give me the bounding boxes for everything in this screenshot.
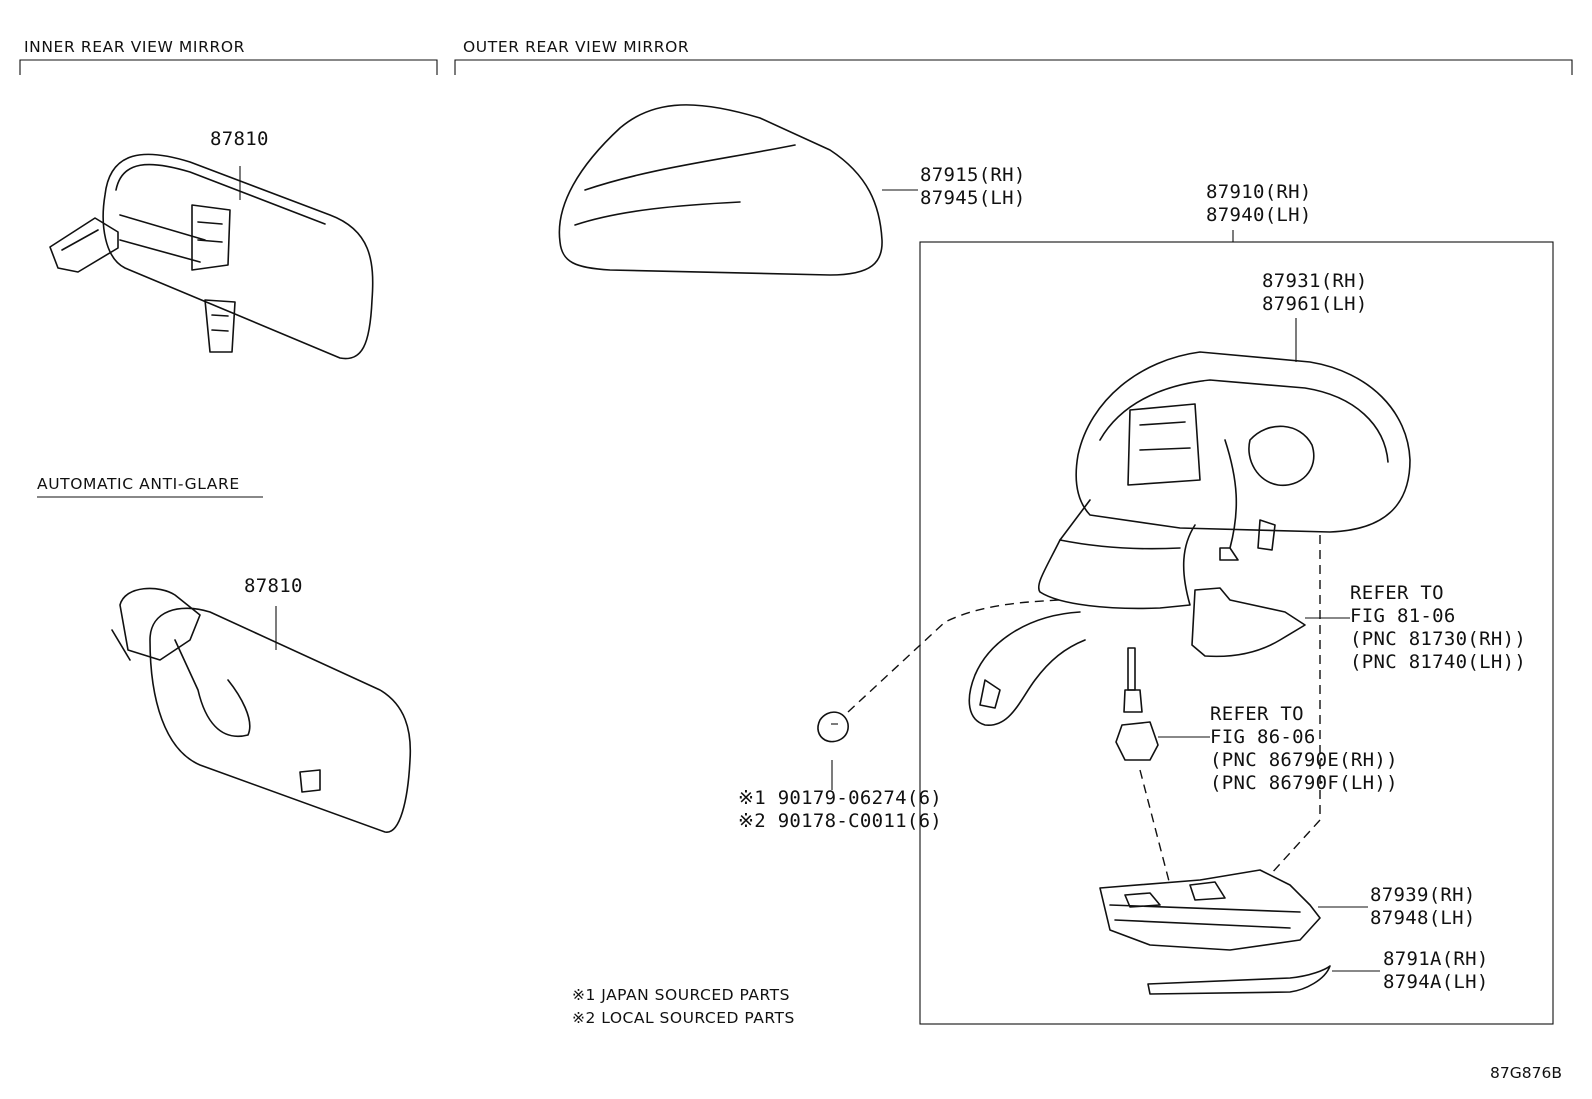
bulb-dashed-leader <box>1139 769 1171 886</box>
clip-dashed-leader <box>847 599 1061 713</box>
auto-anti-glare-title: AUTOMATIC ANTI-GLARE <box>37 475 240 493</box>
mirror-cover-drawing <box>558 104 883 276</box>
part-label-clip: ※1 90179-06274(6) ※2 90178-C0011(6) <box>738 787 943 832</box>
part-label-mirror-assembly: 87910(RH) 87940(LH) <box>1206 181 1312 226</box>
refer1-part-drawing <box>1191 587 1306 658</box>
turn-lamp-drawing <box>1099 869 1321 951</box>
outer-section-title: OUTER REAR VIEW MIRROR <box>463 38 690 56</box>
body-dashed-leader <box>1269 535 1321 876</box>
inner-section-title: INNER REAR VIEW MIRROR <box>24 38 245 56</box>
auto-mirror-drawing <box>111 587 412 833</box>
part-label-mirror-cover: 87915(RH) 87945(LH) <box>920 164 1026 209</box>
part-label-turn-lamp: 87939(RH) 87948(LH) <box>1370 884 1476 929</box>
inner-mirror-drawing <box>49 153 374 360</box>
trim-strip-drawing <box>1147 965 1331 995</box>
inner-section-bracket <box>19 59 438 75</box>
outer-section-bracket <box>454 59 1573 75</box>
part-label-auto-mirror: 87810 <box>244 575 303 597</box>
refer2-part-drawing <box>1115 647 1159 761</box>
assembly-box <box>919 241 1554 1025</box>
refer-label-fig-81-06: REFER TO FIG 81-06 (PNC 81730(RH)) (PNC … <box>1350 582 1527 673</box>
refer-label-fig-86-06: REFER TO FIG 86-06 (PNC 86790E(RH)) (PNC… <box>1210 703 1398 794</box>
clip-drawing <box>817 711 849 743</box>
diagram-code: 87G876B <box>1490 1064 1562 1082</box>
note-japan-sourced: ※1 JAPAN SOURCED PARTS <box>572 986 790 1004</box>
part-label-mirror-body: 87931(RH) 87961(LH) <box>1262 270 1368 315</box>
mirror-body-drawing <box>968 351 1411 726</box>
part-label-trim-strip: 8791A(RH) 8794A(LH) <box>1383 948 1489 993</box>
part-label-inner-mirror: 87810 <box>210 128 269 150</box>
note-local-sourced: ※2 LOCAL SOURCED PARTS <box>572 1009 795 1027</box>
